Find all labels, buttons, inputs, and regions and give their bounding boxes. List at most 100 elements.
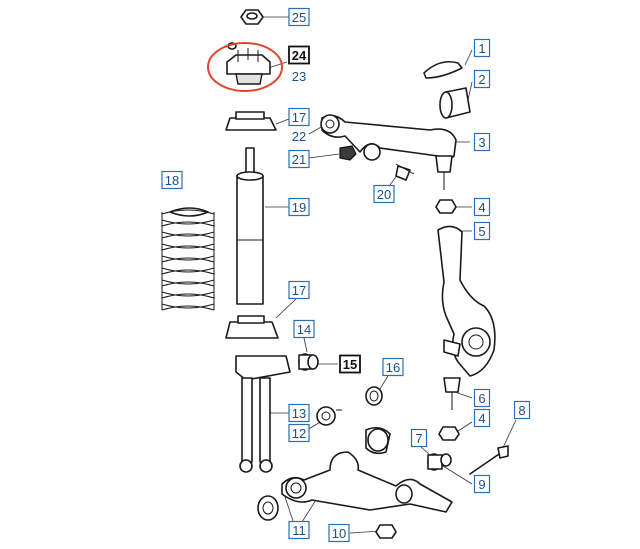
- callout-c13: 13: [288, 403, 310, 423]
- upper-control-arm: [320, 114, 457, 190]
- callout-number: 25: [292, 10, 306, 25]
- bottom-nut: [375, 524, 397, 539]
- callout-box: [473, 221, 491, 241]
- callout-number: 4: [478, 200, 485, 215]
- callout-box: [473, 38, 491, 58]
- cam-bushing: [427, 453, 452, 471]
- callout-box: [288, 7, 310, 27]
- callout-number: 15: [343, 357, 357, 372]
- upper-mount: [226, 42, 271, 85]
- callout-box: [473, 388, 491, 408]
- coil-spring: [161, 207, 215, 311]
- callout-number: 12: [292, 426, 306, 441]
- callout-c17b: 17: [288, 280, 310, 300]
- callout-box: [410, 428, 428, 448]
- callout-c1: 1: [473, 38, 491, 58]
- callout-box: [473, 474, 491, 494]
- callout-box: [288, 45, 310, 65]
- small-bushing: [365, 386, 383, 406]
- callout-c22: 22: [292, 129, 306, 144]
- callout-box: [161, 170, 183, 190]
- callout-number: 1: [478, 41, 485, 56]
- strut-link: [235, 355, 291, 473]
- bushing: [298, 353, 319, 371]
- callout-box: [293, 319, 315, 339]
- callout-number: 11: [292, 523, 306, 538]
- callout-c24: 24: [288, 45, 310, 65]
- callout-number: 8: [518, 403, 525, 418]
- callout-number: 10: [332, 526, 346, 541]
- upper-spring-isolator: [225, 111, 277, 131]
- ball-joint-nut-lower: [438, 426, 460, 441]
- lower-spring-isolator: [225, 315, 279, 339]
- callout-c8: 8: [513, 400, 531, 420]
- callout-c10: 10: [328, 523, 350, 543]
- callout-box: [328, 523, 350, 543]
- callout-number: 13: [292, 406, 306, 421]
- callout-box: [288, 520, 310, 540]
- callout-box: [473, 69, 491, 89]
- callout-number: 18: [165, 173, 179, 188]
- callout-box: [382, 357, 404, 377]
- callout-c20: 20: [373, 184, 395, 204]
- callout-number: 22: [292, 129, 306, 144]
- top-nut: [240, 9, 264, 25]
- callout-number: 17: [292, 283, 306, 298]
- callout-number: 14: [297, 322, 311, 337]
- callout-box: [473, 408, 491, 428]
- callout-box: [473, 132, 491, 152]
- callout-number: 17: [292, 110, 306, 125]
- callout-c18: 18: [161, 170, 183, 190]
- callout-box: [288, 197, 310, 217]
- callout-box: [288, 149, 310, 169]
- callout-c11: 11: [288, 520, 310, 540]
- callout-number: 6: [478, 391, 485, 406]
- callout-c16: 16: [382, 357, 404, 377]
- callout-c12: 12: [288, 423, 310, 443]
- callout-box: [473, 197, 491, 217]
- ball-joint-boot: [439, 87, 471, 119]
- callout-c23: 23: [292, 69, 306, 84]
- upper-bushing-cap: [423, 60, 463, 79]
- callout-c19: 19: [288, 197, 310, 217]
- steering-knuckle: [437, 225, 496, 377]
- callout-box: [373, 184, 395, 204]
- callout-c15: 15: [339, 354, 361, 374]
- arm-nut: [339, 145, 357, 161]
- callout-c14: 14: [293, 319, 315, 339]
- callout-c5: 5: [473, 221, 491, 241]
- lower-ball-joint: [443, 377, 461, 410]
- sensor-bracket: [395, 163, 415, 181]
- callout-number: 20: [377, 187, 391, 202]
- long-bolt: [469, 445, 509, 475]
- callout-number: 5: [478, 224, 485, 239]
- callout-number: 19: [292, 200, 306, 215]
- callout-c7: 7: [410, 428, 428, 448]
- callout-box: [288, 280, 310, 300]
- callout-c9: 9: [473, 474, 491, 494]
- lower-control-arm: [257, 426, 453, 521]
- callout-number: 3: [478, 135, 485, 150]
- link-bushing: [316, 406, 342, 426]
- shock-absorber: [236, 147, 264, 305]
- leader-lines: [263, 16, 517, 534]
- callout-c3: 3: [473, 132, 491, 152]
- callout-c21: 21: [288, 149, 310, 169]
- callout-c17a: 17: [288, 107, 310, 127]
- callout-box: [288, 107, 310, 127]
- callout-box: [288, 423, 310, 443]
- ball-joint-nut-upper: [435, 199, 457, 214]
- callout-number: 7: [415, 431, 422, 446]
- callout-number: 2: [478, 72, 485, 87]
- callout-number: 9: [478, 477, 485, 492]
- callout-number: 16: [386, 360, 400, 375]
- callout-number: 21: [292, 152, 306, 167]
- callout-c4a: 4: [473, 197, 491, 217]
- callout-c25: 25: [288, 7, 310, 27]
- callout-c6: 6: [473, 388, 491, 408]
- callout-box: [339, 354, 361, 374]
- callout-number: 23: [292, 69, 306, 84]
- highlight-ring: [207, 42, 283, 92]
